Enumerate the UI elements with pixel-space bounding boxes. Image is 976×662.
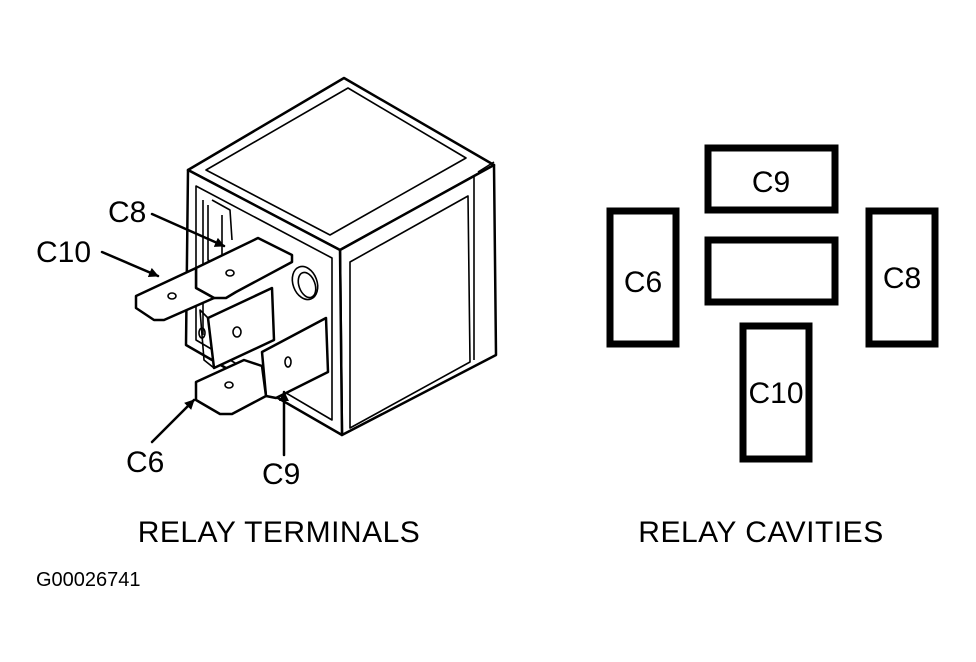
cavity-c10: [739, 322, 813, 463]
terminal-c6-blade: [194, 358, 268, 416]
relay-terminals-caption: RELAY TERMINALS: [138, 516, 421, 549]
relay-cavities-caption: RELAY CAVITIES: [638, 516, 883, 549]
cavity-c9: [704, 144, 839, 214]
cavity-label-c9: C9: [752, 166, 790, 199]
callout-arrow-c8: [150, 212, 226, 248]
callout-arrow-c10: [100, 250, 160, 278]
callout-label-c9: C9: [262, 458, 300, 491]
callout-label-c10: C10: [36, 236, 91, 269]
cavity-label-c6: C6: [624, 266, 662, 299]
cavity-c8: [865, 207, 939, 348]
cavity-label-c10: C10: [748, 377, 803, 410]
relay-cavities: C9 C6 C8 C10: [606, 144, 939, 463]
callout-label-c8: C8: [108, 196, 146, 229]
figure-id: G00026741: [36, 569, 141, 591]
terminal-center-block: [198, 286, 276, 370]
cavity-label-c8: C8: [883, 262, 921, 295]
callout-label-c6: C6: [126, 446, 164, 479]
cavity-c6: [606, 207, 680, 348]
terminal-c10-blade: [134, 266, 216, 322]
callout-arrow-c6: [150, 398, 196, 444]
cavity-center: [704, 236, 839, 306]
relay-mount-hole: [291, 265, 319, 301]
